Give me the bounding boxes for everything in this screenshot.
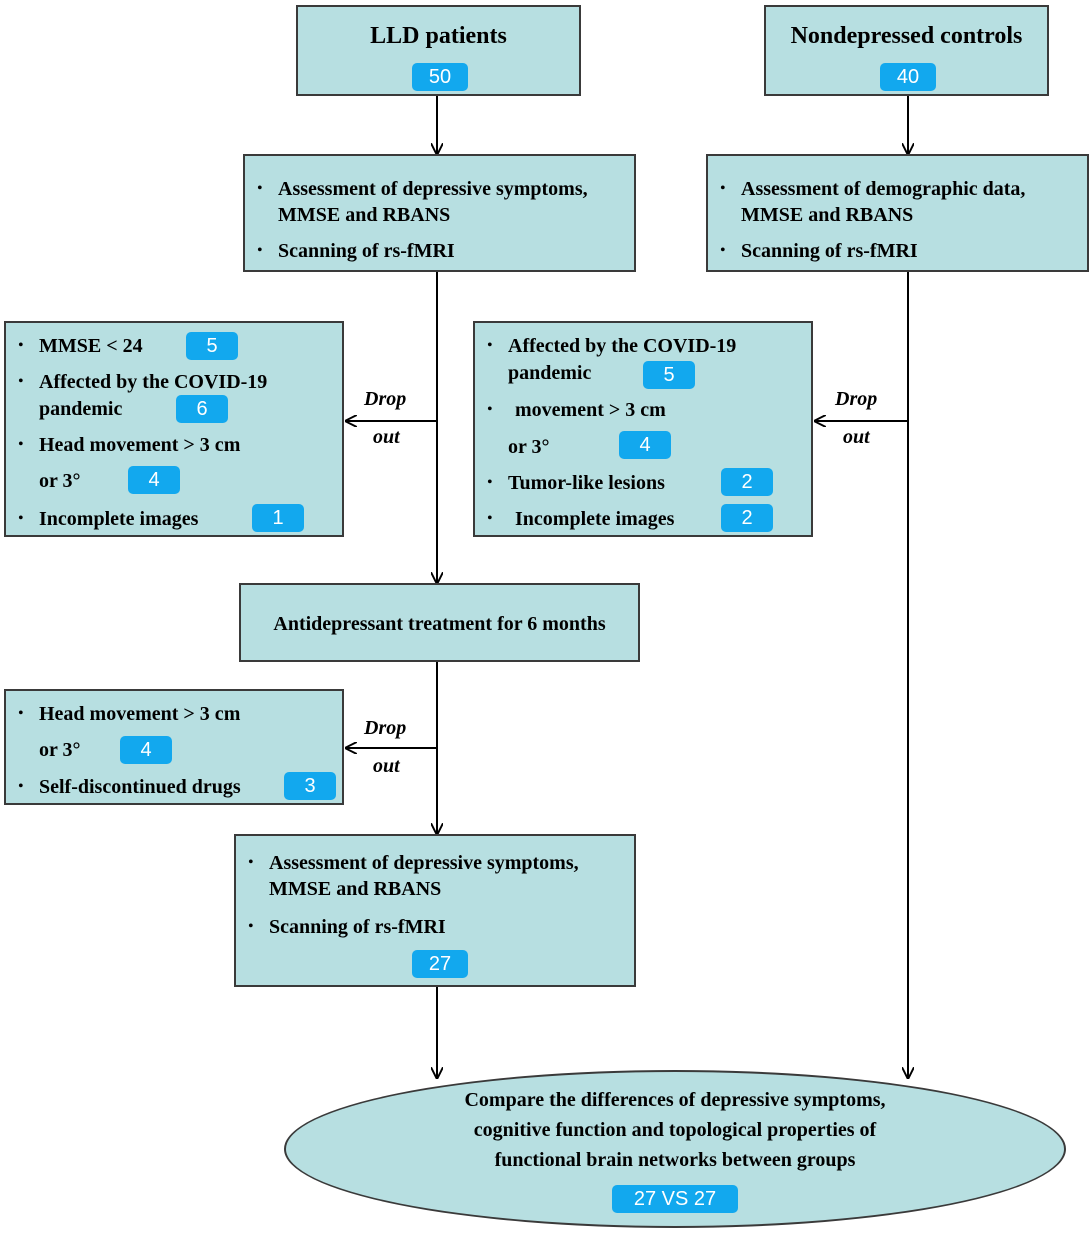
lld-assessment-box: • Assessment of depressive symptoms, MMS… <box>243 154 636 272</box>
treatment-dropout-box: • Head movement > 3 cm or 3° 4 • Self-di… <box>4 689 344 805</box>
lld-drop-mmse: MMSE < 24 <box>39 335 143 357</box>
treatment-label: Antidepressant treatment for 6 months <box>273 613 606 635</box>
bullet: • <box>720 242 726 259</box>
bullet: • <box>18 436 24 453</box>
lld-drop-mmse-badge: 5 <box>186 332 238 360</box>
lld-count-badge: 50 <box>412 63 468 91</box>
compare-line1: Compare the differences of depressive sy… <box>464 1089 886 1111</box>
dropout-label-out: out <box>373 755 400 777</box>
ctrl-drop-covid-b: pandemic <box>508 362 592 384</box>
controls-assessment-box: • Assessment of demographic data, MMSE a… <box>706 154 1089 272</box>
bullet: • <box>487 401 493 418</box>
dropout-label-out: out <box>373 426 400 448</box>
bullet: • <box>18 705 24 722</box>
bullet: • <box>248 854 254 871</box>
dropout-label-out: out <box>843 426 870 448</box>
bullet: • <box>18 373 24 390</box>
lld-dropout-box: • MMSE < 24 5 • Affected by the COVID-19… <box>4 321 344 537</box>
treat-drop-head-badge: 4 <box>120 736 172 764</box>
ctrl-drop-covid-a: Affected by the COVID-19 <box>508 335 737 357</box>
followup-count-badge: 27 <box>412 950 468 978</box>
followup-line2: Scanning of rs-fMRI <box>269 916 446 938</box>
ctrl-assess-line1b: MMSE and RBANS <box>741 204 914 226</box>
treat-drop-head-a: Head movement > 3 cm <box>39 703 241 725</box>
controls-title: Nondepressed controls <box>790 23 1023 49</box>
lld-assess-line1b: MMSE and RBANS <box>278 204 451 226</box>
followup-line1b: MMSE and RBANS <box>269 878 442 900</box>
ctrl-drop-move-b: or 3° <box>508 436 550 458</box>
bullet: • <box>257 242 263 259</box>
lld-drop-incomplete: Incomplete images <box>39 508 199 530</box>
ctrl-drop-incomplete-badge: 2 <box>721 504 773 532</box>
bullet: • <box>487 337 493 354</box>
controls-dropout-box: • Affected by the COVID-19 pandemic 5 • … <box>473 321 813 537</box>
bullet: • <box>18 337 24 354</box>
ctrl-assess-line2: Scanning of rs-fMRI <box>741 240 918 262</box>
treatment-box: Antidepressant treatment for 6 months <box>239 583 640 662</box>
lld-title: LLD patients <box>370 23 507 49</box>
lld-drop-head-badge: 4 <box>128 466 180 494</box>
dropout-label-drop: Drop <box>835 388 878 410</box>
followup-assessment-box: • Assessment of depressive symptoms, MMS… <box>234 834 636 987</box>
bullet: • <box>487 510 493 527</box>
lld-drop-incomplete-badge: 1 <box>252 504 304 532</box>
lld-assess-line2: Scanning of rs-fMRI <box>278 240 455 262</box>
ctrl-assess-line1a: Assessment of demographic data, <box>741 178 1026 200</box>
compare-count-badge: 27 VS 27 <box>612 1185 738 1213</box>
ctrl-drop-tumor: Tumor-like lesions <box>508 472 665 494</box>
bullet: • <box>720 180 726 197</box>
dropout-label-drop: Drop <box>364 388 407 410</box>
lld-drop-covid-b: pandemic <box>39 398 123 420</box>
lld-drop-head-a: Head movement > 3 cm <box>39 434 241 456</box>
treat-drop-self-badge: 3 <box>284 772 336 800</box>
ctrl-drop-tumor-badge: 2 <box>721 468 773 496</box>
treat-drop-head-b: or 3° <box>39 739 81 761</box>
lld-drop-covid-badge: 6 <box>176 395 228 423</box>
bullet: • <box>487 474 493 491</box>
ctrl-drop-covid-badge: 5 <box>643 361 695 389</box>
ctrl-drop-move-a: movement > 3 cm <box>515 399 666 421</box>
compare-line2: cognitive function and topological prope… <box>473 1119 877 1141</box>
lld-assess-line1a: Assessment of depressive symptoms, <box>278 178 588 200</box>
controls-count-badge: 40 <box>880 63 936 91</box>
lld-drop-covid-a: Affected by the COVID-19 <box>39 371 268 393</box>
lld-patients-box: LLD patients 50 <box>296 5 581 96</box>
bullet: • <box>257 180 263 197</box>
bullet: • <box>18 510 24 527</box>
controls-box: Nondepressed controls 40 <box>764 5 1049 96</box>
bullet: • <box>18 778 24 795</box>
lld-drop-head-b: or 3° <box>39 470 81 492</box>
ctrl-drop-incomplete: Incomplete images <box>515 508 675 530</box>
compare-line3: functional brain networks between groups <box>494 1149 856 1171</box>
followup-line1a: Assessment of depressive symptoms, <box>269 852 579 874</box>
treat-drop-self: Self-discontinued drugs <box>39 776 241 798</box>
dropout-label-drop: Drop <box>364 717 407 739</box>
bullet: • <box>248 918 254 935</box>
ctrl-drop-move-badge: 4 <box>619 431 671 459</box>
